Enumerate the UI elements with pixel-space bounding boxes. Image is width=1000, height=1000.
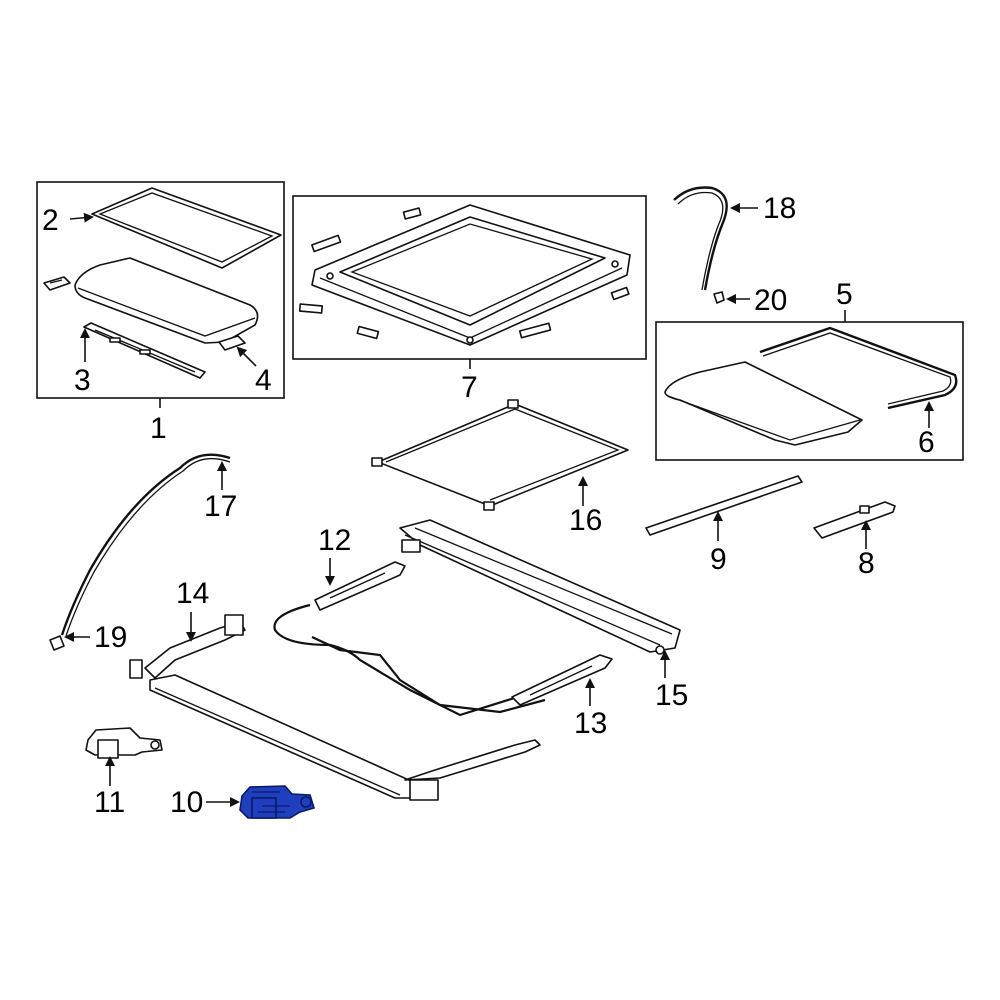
callout-20: 20 xyxy=(754,284,787,317)
leader-2 xyxy=(69,212,94,223)
callout-16: 16 xyxy=(569,504,602,537)
part-3-rail[interactable] xyxy=(83,322,206,379)
callout-14: 14 xyxy=(176,577,209,610)
callout-12: 12 xyxy=(318,524,351,557)
callout-15: 15 xyxy=(655,679,688,712)
callout-17: 17 xyxy=(204,490,237,523)
part-18-drain-hose[interactable] xyxy=(673,186,728,291)
part-10-motor-highlighted[interactable] xyxy=(239,785,316,819)
callout-1: 1 xyxy=(150,412,167,445)
small-clip-left[interactable] xyxy=(43,276,71,291)
callout-18: 18 xyxy=(763,192,796,225)
callout-8: 8 xyxy=(858,547,875,580)
callout-9: 9 xyxy=(710,543,727,576)
callout-2: 2 xyxy=(42,204,59,237)
callout-3: 3 xyxy=(74,364,91,397)
part-14-front-rail[interactable] xyxy=(129,614,541,801)
part-19-clip[interactable] xyxy=(49,635,65,651)
part-6-weatherstrip[interactable] xyxy=(759,326,958,410)
part-8-bracket[interactable] xyxy=(813,501,896,539)
part-11-motor[interactable] xyxy=(85,727,163,759)
callout-13: 13 xyxy=(574,707,607,740)
part-2-glass-seal[interactable] xyxy=(91,187,282,269)
part-17-drain-hose[interactable] xyxy=(60,453,231,637)
part-9-seal-strip[interactable] xyxy=(645,475,803,536)
callout-4: 4 xyxy=(255,364,272,397)
frame-clips[interactable] xyxy=(298,207,630,340)
part-13-guide[interactable] xyxy=(511,654,613,706)
leader-4 xyxy=(236,346,257,367)
drive-cable[interactable] xyxy=(273,603,546,717)
callout-19: 19 xyxy=(94,621,127,654)
callout-11: 11 xyxy=(94,786,125,819)
callout-10: 10 xyxy=(170,786,203,819)
callout-6: 6 xyxy=(918,426,935,459)
group-box-5 xyxy=(655,321,964,461)
part-5-rear-glass[interactable] xyxy=(664,361,863,446)
part-16-sunshade[interactable] xyxy=(371,399,629,511)
part-7-frame[interactable] xyxy=(311,204,631,346)
part-4-clip[interactable] xyxy=(218,335,246,351)
callout-7: 7 xyxy=(461,371,478,404)
callout-5: 5 xyxy=(836,278,853,311)
part-12-guide[interactable] xyxy=(314,561,406,611)
part-20-clip[interactable] xyxy=(713,291,725,304)
part-1-glass-panel[interactable] xyxy=(74,257,259,344)
part-15-frame-rail[interactable] xyxy=(399,519,681,655)
